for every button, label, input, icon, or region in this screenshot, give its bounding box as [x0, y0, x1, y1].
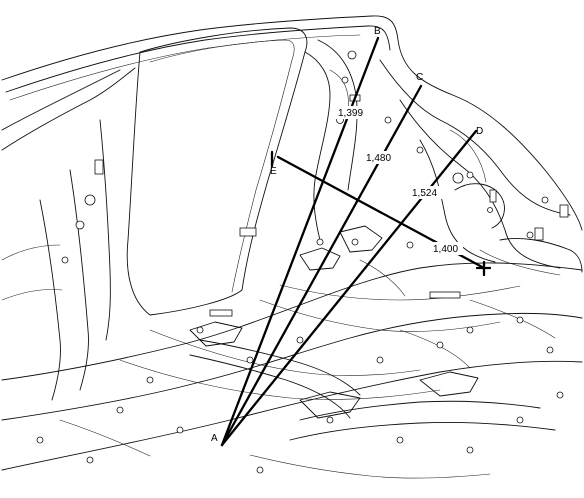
line-a-to-b — [220, 36, 380, 447]
dimension-label-a-to-b: 1,399 — [338, 108, 363, 119]
line-a-to-c — [220, 84, 423, 447]
point-label-e: E — [270, 166, 277, 177]
point-label-a: A — [211, 433, 218, 444]
point-label-d: D — [476, 126, 483, 137]
point-label-c: C — [416, 72, 423, 83]
dimension-label-a-to-d: 1,524 — [412, 188, 437, 199]
point-label-b: B — [374, 26, 381, 37]
dimension-label-e-to-f: 1,400 — [433, 244, 458, 255]
vehicle-body-sketch — [1, 15, 583, 479]
line-a-to-d — [220, 129, 478, 447]
dimension-label-a-to-c: 1,480 — [366, 153, 391, 164]
